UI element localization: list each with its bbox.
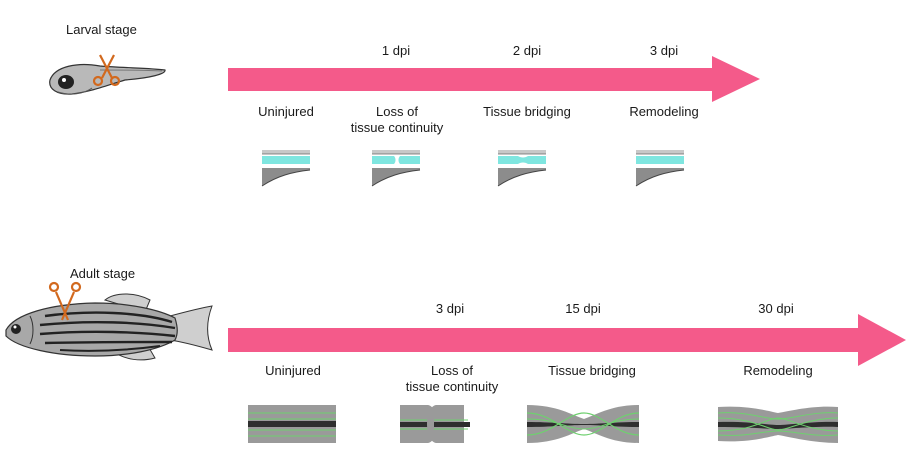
larval-timepoint-2: 2 dpi (512, 43, 542, 58)
adult-panel-loss (400, 405, 470, 443)
adult-timepoint-1: 3 dpi (435, 301, 465, 316)
larval-stage-remodeling: Remodeling (629, 104, 699, 119)
larval-panel-bridging (497, 149, 547, 191)
adult-timeline-arrow (228, 314, 906, 366)
adult-panel-bridging (526, 405, 640, 443)
larva-icon (49, 63, 166, 95)
larval-panel-remodeling (635, 149, 685, 191)
adult-stage-title: Adult stage (70, 266, 136, 281)
adult-stage-bridging: Tissue bridging (548, 363, 636, 378)
larval-stage-loss: Loss of tissue continuity (350, 104, 444, 135)
adult-stage-uninjured: Uninjured (265, 363, 321, 378)
larval-timepoint-1: 1 dpi (381, 43, 411, 58)
larval-stage-uninjured: Uninjured (258, 104, 314, 119)
larval-timepoint-3: 3 dpi (649, 43, 679, 58)
scissors-icon (48, 281, 82, 321)
adult-stage-loss: Loss of tissue continuity (405, 363, 499, 394)
adult-stage-remodeling: Remodeling (743, 363, 813, 378)
larval-panel-loss (371, 149, 421, 191)
larval-stage-bridging: Tissue bridging (483, 104, 571, 119)
larval-stage-title: Larval stage (66, 22, 137, 37)
larval-timeline-arrow (228, 56, 760, 102)
adult-panel-uninjured (248, 405, 336, 443)
adult-panel-remodeling (717, 406, 839, 443)
adult-timepoint-3: 30 dpi (758, 301, 794, 316)
scissors-icon (92, 54, 121, 87)
larval-panel-uninjured (261, 149, 311, 191)
adult-zebrafish-icon (5, 293, 213, 361)
adult-timepoint-2: 15 dpi (565, 301, 601, 316)
